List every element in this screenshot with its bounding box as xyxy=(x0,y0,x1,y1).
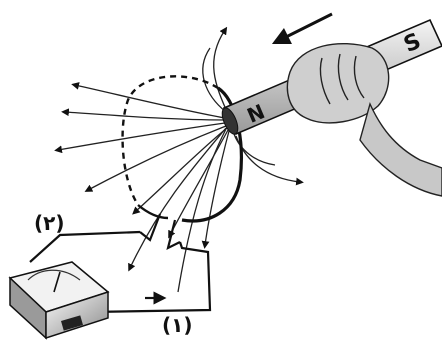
field-line xyxy=(130,128,226,268)
hand-icon xyxy=(287,44,442,196)
galvanometer xyxy=(10,262,108,338)
label-terminal-1: (١) xyxy=(162,313,193,337)
magnetic-field-lines xyxy=(58,30,300,292)
field-line xyxy=(75,85,225,118)
field-line xyxy=(236,136,300,182)
motion-arrow xyxy=(280,14,332,40)
label-terminal-2: (٢) xyxy=(34,211,65,235)
field-line xyxy=(178,129,226,292)
